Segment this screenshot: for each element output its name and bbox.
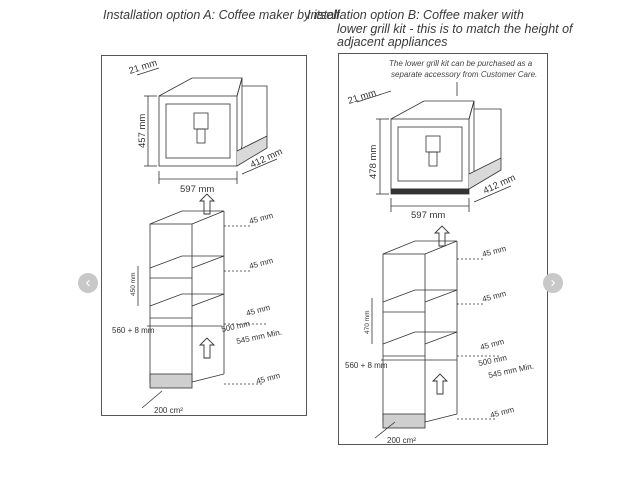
a-dim-depth-500: 500 mm <box>221 319 251 334</box>
previous-image-button[interactable]: ‹ <box>78 273 98 293</box>
b-dim-depth-top: 21 mm <box>347 87 378 106</box>
b-dim-shelf-height: 470 mm <box>364 311 371 334</box>
b-dim-gap-mid: 45 mm <box>481 289 507 304</box>
b-dim-depth-500: 500 mm <box>478 353 508 368</box>
b-dim-vent-area: 200 cm² <box>387 436 416 445</box>
a-dim-cabinet-width: 560 + 8 mm <box>112 326 155 335</box>
a-dim-depth-top: 21 mm <box>128 57 159 76</box>
a-dim-height: 457 mm <box>137 114 148 148</box>
b-dim-gap-top: 45 mm <box>481 244 507 259</box>
a-dim-shelf-height: 450 mm <box>130 273 137 296</box>
option-a-title: Installation option A: Coffee maker by i… <box>103 8 340 22</box>
a-dim-gap-mid: 45 mm <box>248 256 274 271</box>
b-dim-cabinet-width: 560 + 8 mm <box>345 361 388 370</box>
b-dim-gap-lower: 45 mm <box>479 337 505 352</box>
option-b-diagram-panel: The lower grill kit can be purchased as … <box>338 53 548 445</box>
a-dim-gap-bottom: 45 mm <box>255 371 281 386</box>
b-dim-height: 478 mm <box>368 145 379 179</box>
a-dim-gap-lower: 45 mm <box>245 303 271 318</box>
a-dim-vent-area: 200 cm² <box>154 406 183 415</box>
b-dim-gap-bottom: 45 mm <box>489 405 515 420</box>
option-a-diagram: 21 mm 457 mm 412 mm 597 mm 45 mm 45 mm 4… <box>112 57 284 415</box>
a-dim-width: 597 mm <box>180 184 214 195</box>
a-dim-depth-545: 545 mm Min. <box>236 328 283 346</box>
option-b-title-line1: Installation option B: Coffee maker with <box>307 8 524 22</box>
b-note-line1: The lower grill kit can be purchased as … <box>389 59 533 68</box>
option-b-title-line3: adjacent appliances <box>337 35 448 49</box>
b-dim-width: 597 mm <box>411 210 445 221</box>
option-a-diagram-panel: 21 mm 457 mm 412 mm 597 mm 45 mm 45 mm 4… <box>101 55 307 416</box>
chevron-left-icon: ‹ <box>85 274 91 291</box>
option-b-diagram: The lower grill kit can be purchased as … <box>345 59 537 445</box>
b-note-line2: separate accessory from Customer Care. <box>391 70 537 79</box>
next-image-button[interactable]: › <box>543 273 563 293</box>
chevron-right-icon: › <box>550 274 556 291</box>
a-dim-gap-top: 45 mm <box>248 211 274 226</box>
option-b-title-line2: lower grill kit - this is to match the h… <box>337 22 573 36</box>
